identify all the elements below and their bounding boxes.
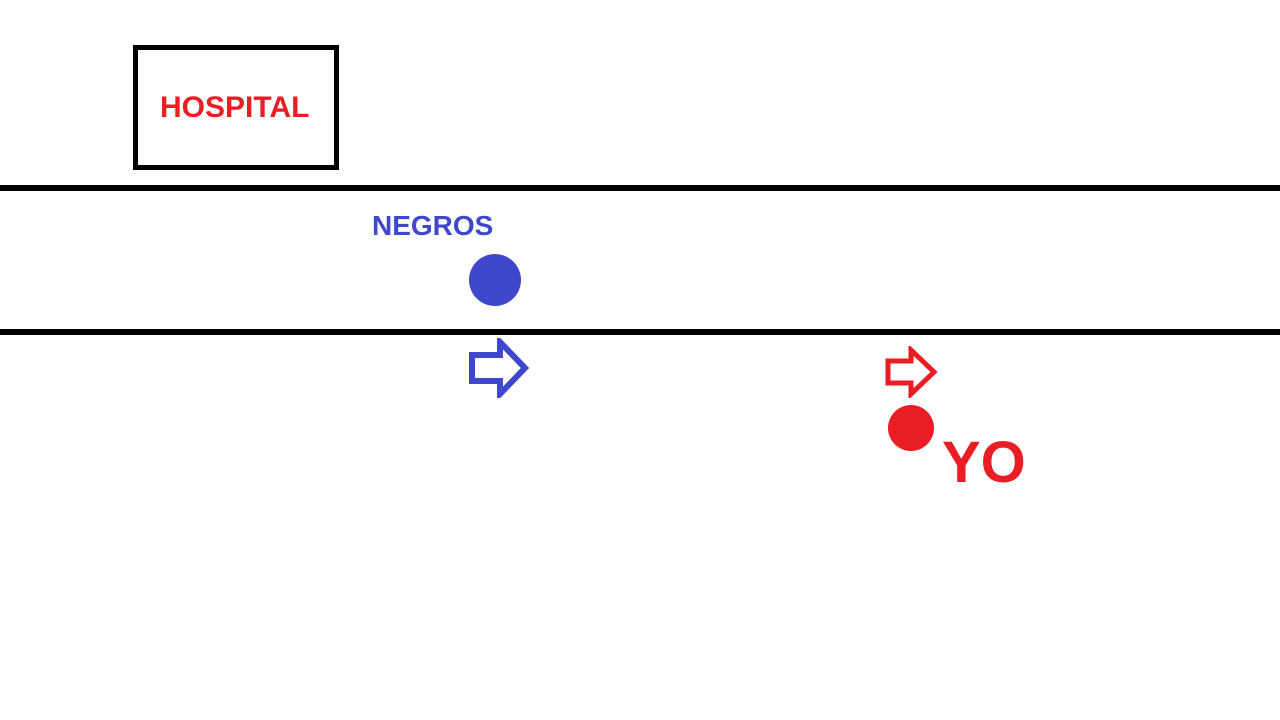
hospital-box — [133, 45, 339, 170]
yo-label: YO — [942, 430, 1026, 495]
yo-dot — [888, 405, 934, 451]
road-top-line — [0, 185, 1280, 191]
right-arrow-icon — [885, 346, 938, 398]
negros-label: NEGROS — [372, 210, 494, 241]
right-arrow-icon — [469, 338, 530, 398]
negros-dot — [469, 254, 521, 306]
road-bottom-line — [0, 329, 1280, 335]
hospital-label: HOSPITAL — [160, 91, 310, 124]
